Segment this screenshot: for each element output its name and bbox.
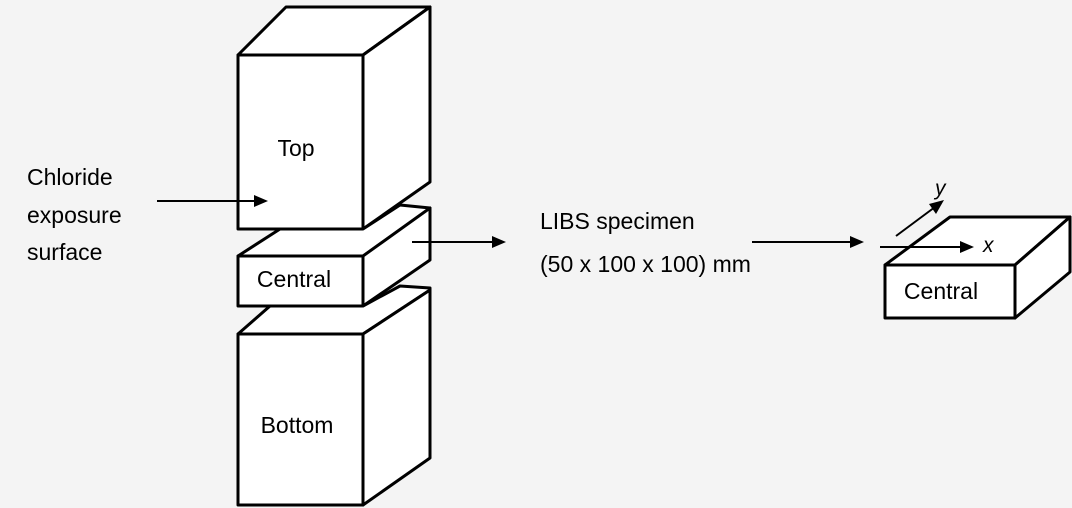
central-block-label: Central [257, 266, 331, 292]
y-axis-label: y [933, 177, 947, 200]
central-block: Central [236, 203, 432, 308]
specimen-front-face [883, 263, 1017, 320]
bottom-block-label: Bottom [261, 412, 334, 438]
central-to-libs-arrow [412, 236, 506, 248]
chloride-exposure-label: Chloride exposure surface [27, 164, 128, 265]
libs-specimen-block: Central [883, 215, 1072, 320]
specimen-label: Central [904, 278, 978, 304]
x-axis-label: x [982, 234, 995, 257]
chloride-exposure-arrow [157, 195, 268, 207]
libs-specimen-label: LIBS specimen (50 x 100 x 100) mm [540, 208, 751, 277]
top-block-label: Top [277, 135, 314, 161]
bottom-block-front-face [236, 332, 365, 507]
specimen-axes: x y [880, 177, 995, 257]
y-axis-arrowhead [929, 200, 944, 214]
bottom-block: Bottom [236, 284, 432, 507]
y-axis-line [895, 206, 936, 237]
libs-to-specimen-arrow [752, 236, 864, 248]
x-axis-arrowhead [960, 241, 974, 253]
top-block: Top [236, 5, 432, 231]
